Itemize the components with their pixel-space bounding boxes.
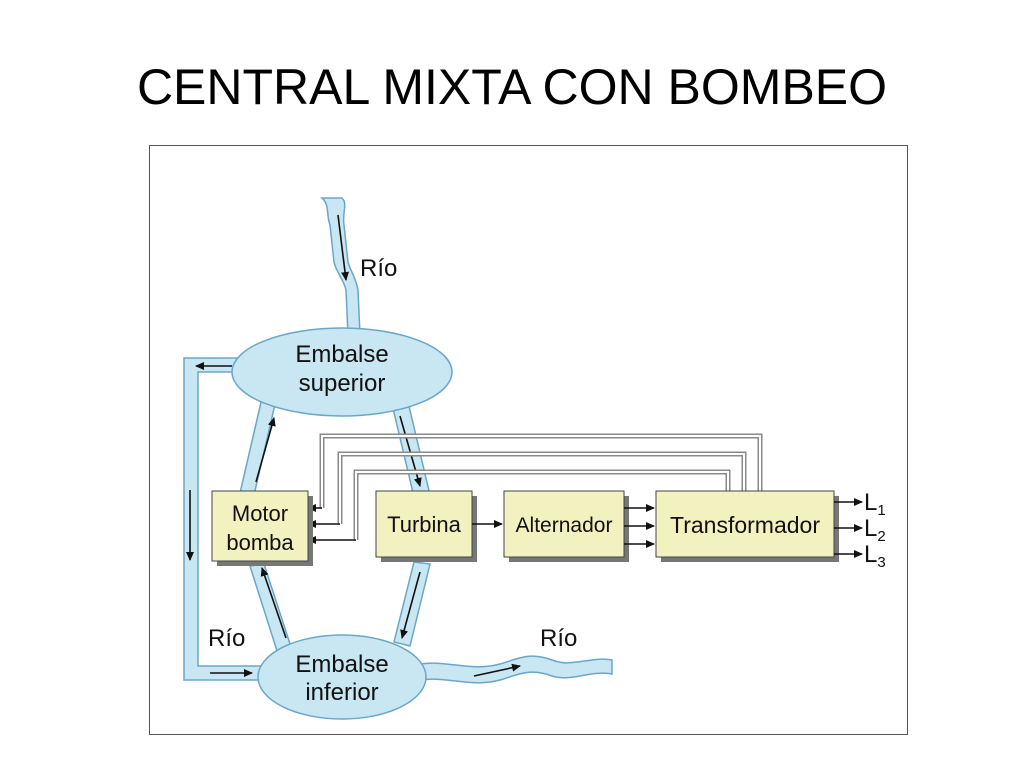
river-right-label: Río bbox=[540, 625, 577, 652]
flow-arrows bbox=[186, 214, 521, 677]
river-top-channel bbox=[320, 197, 361, 336]
pump-up-arrow-2 bbox=[260, 567, 287, 639]
upper-reservoir bbox=[231, 327, 453, 417]
motor-label-2: bomba bbox=[226, 530, 294, 555]
turbine-label: Turbina bbox=[387, 512, 462, 537]
motor-label-1: Motor bbox=[232, 501, 288, 526]
motor-box bbox=[211, 490, 313, 566]
turbine-channel-upper bbox=[391, 401, 431, 498]
pump-channel-upper bbox=[239, 397, 277, 496]
water-channels bbox=[183, 197, 613, 684]
river-left-label: Río bbox=[208, 625, 245, 652]
motor-feed-arrows bbox=[307, 504, 356, 544]
upper-reservoir-label-1: Embalse bbox=[295, 341, 388, 368]
upper-reservoir-label-2: superior bbox=[299, 370, 386, 397]
alternator-box bbox=[503, 490, 629, 562]
chain-arrows bbox=[472, 498, 863, 558]
turbine-down-arrow-2 bbox=[400, 571, 421, 639]
river-out-arrow bbox=[473, 663, 521, 677]
lower-reservoir-label-2: inferior bbox=[305, 679, 378, 706]
line-l2-label: L2 bbox=[864, 515, 886, 545]
turbine-box bbox=[375, 490, 477, 562]
river-top-arrow bbox=[337, 214, 349, 281]
line-l1-label: L1 bbox=[864, 489, 886, 519]
river-top-label: Río bbox=[360, 255, 397, 282]
slide-title: CENTRAL MIXTA CON BOMBEO bbox=[136, 59, 888, 115]
pump-channel-lower bbox=[249, 563, 293, 655]
river-right-channel bbox=[419, 655, 613, 684]
transformer-label: Transformador bbox=[670, 512, 820, 538]
pump-up-arrow-1 bbox=[255, 417, 276, 483]
lower-reservoir-label-1: Embalse bbox=[295, 651, 388, 678]
alternator-label: Alternador bbox=[516, 514, 613, 537]
transformer-box bbox=[655, 490, 839, 562]
lower-reservoir bbox=[257, 634, 427, 720]
line-l3-label: L3 bbox=[864, 541, 886, 571]
